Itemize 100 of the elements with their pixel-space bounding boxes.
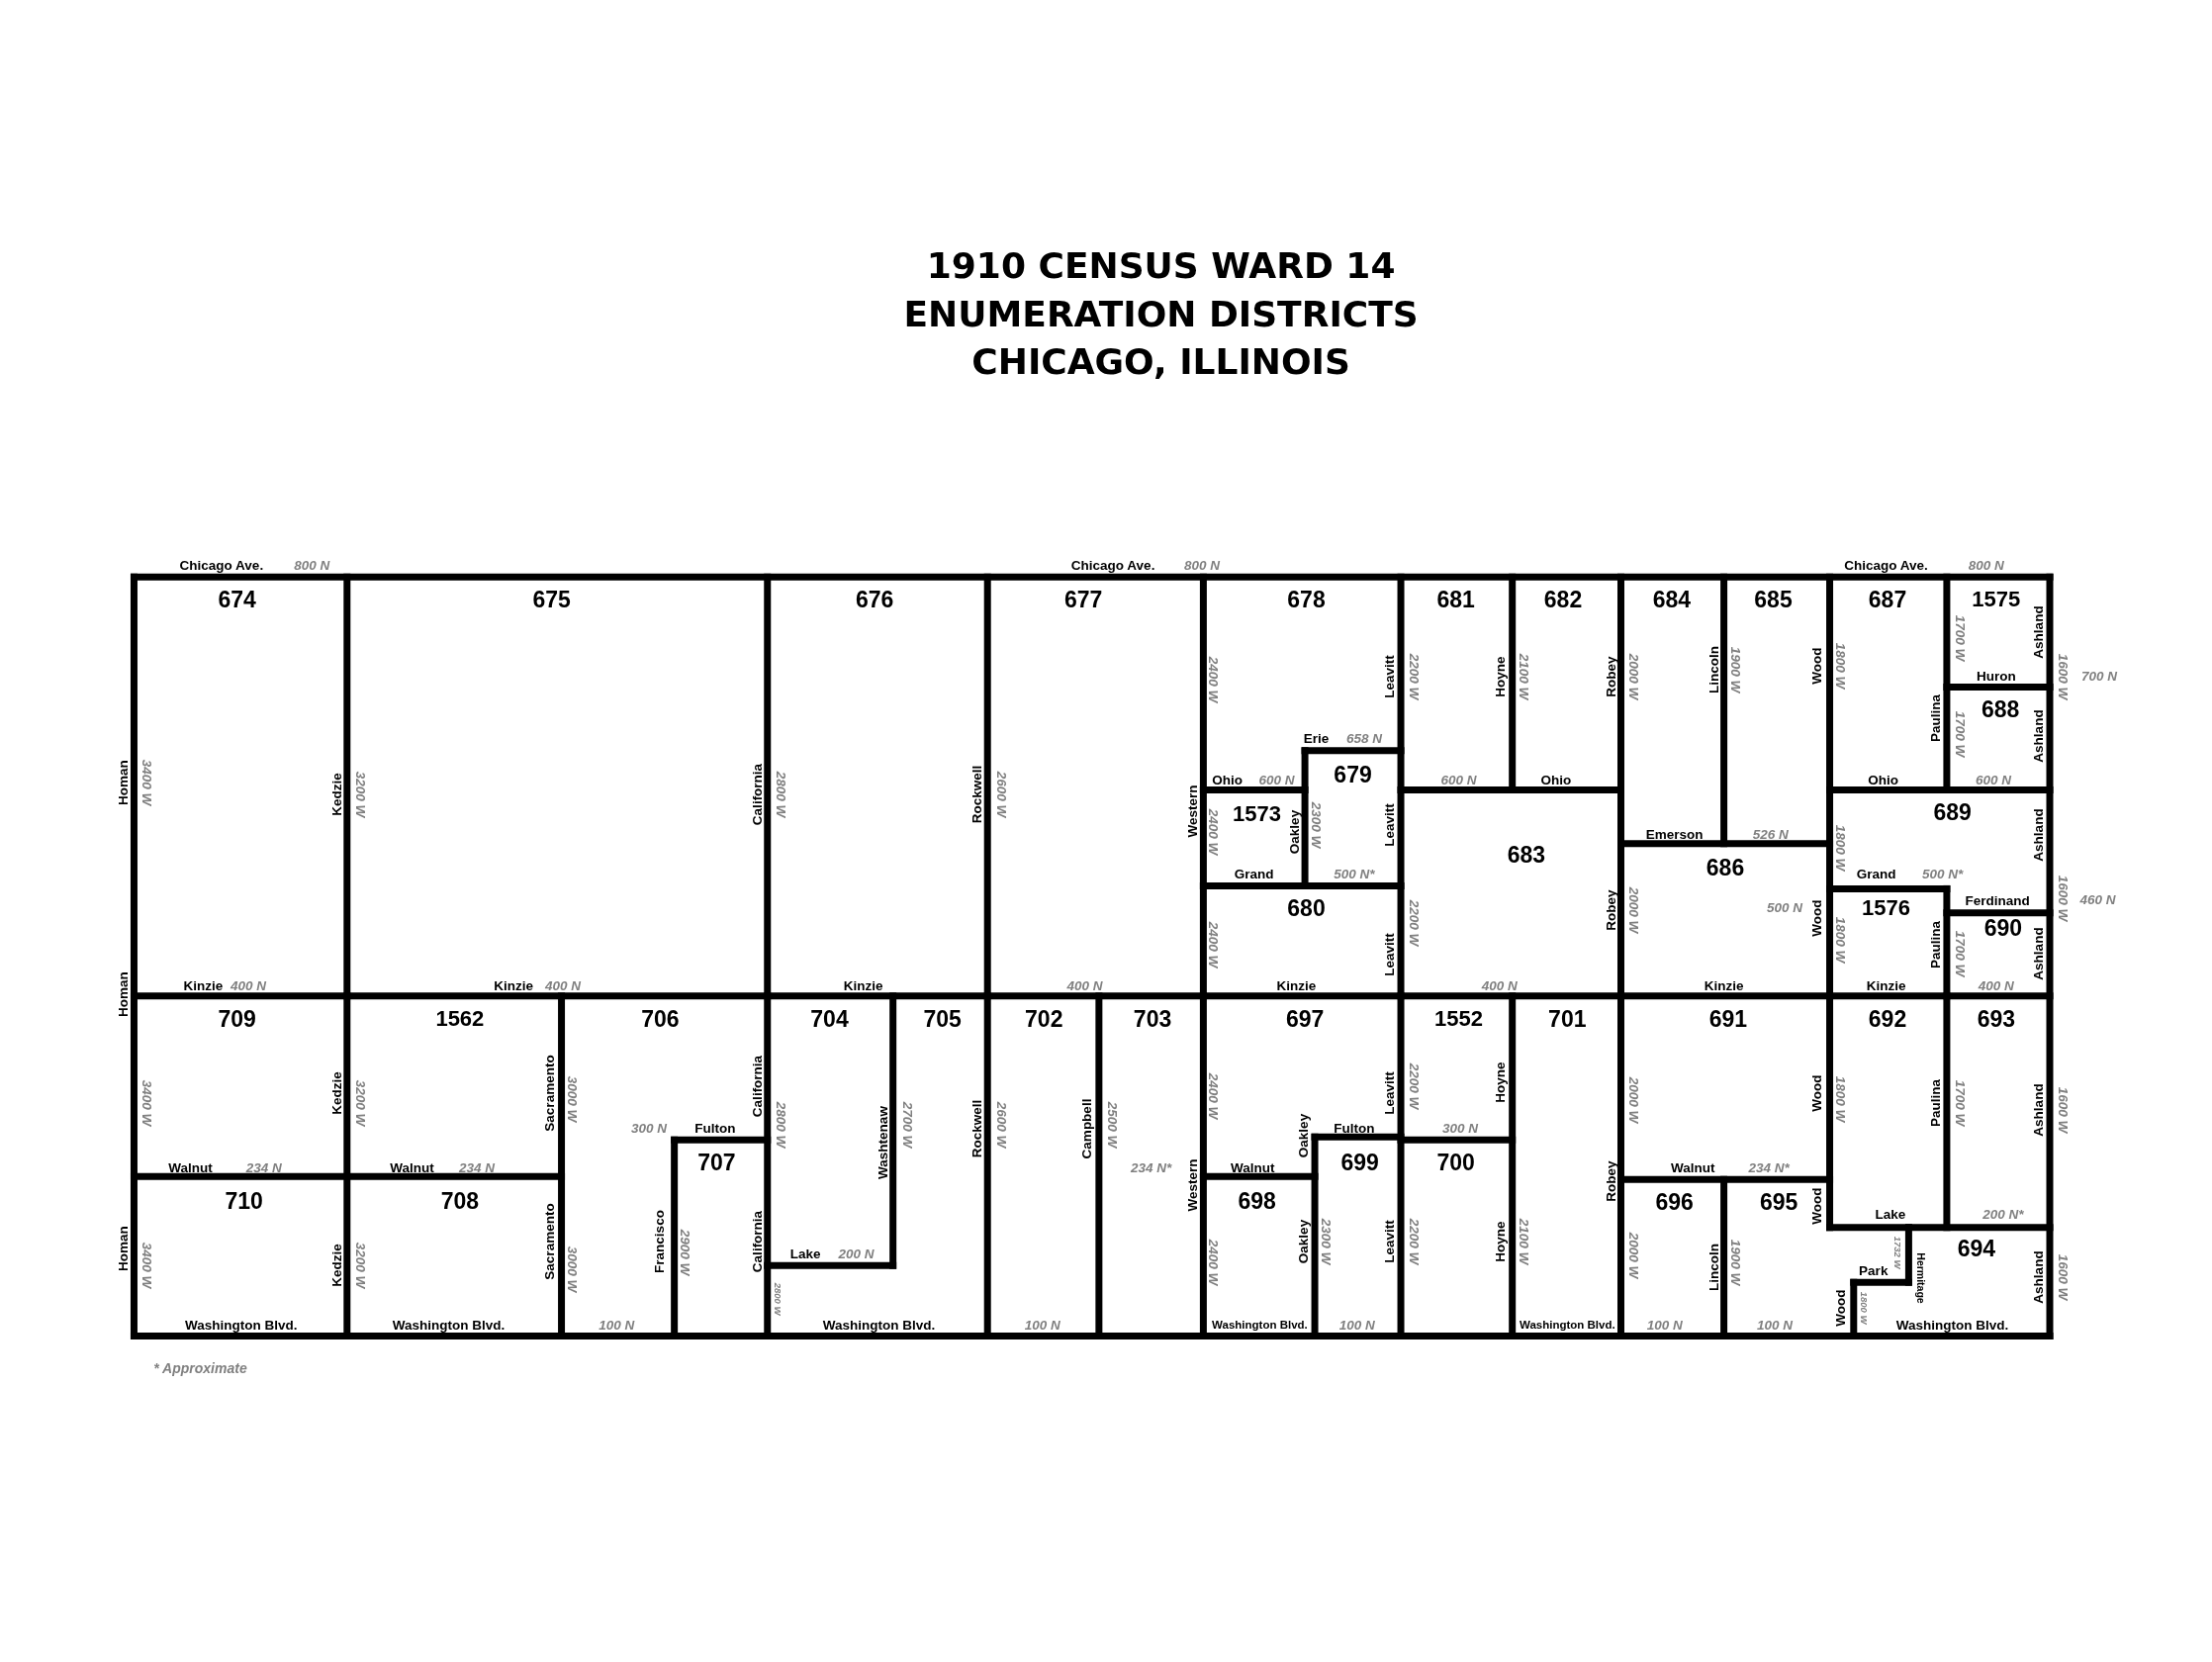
- street-name: Wood: [1834, 1289, 1848, 1327]
- address-number: 100 N: [1756, 1319, 1793, 1334]
- address-number: 2000 W: [1626, 1077, 1641, 1124]
- district-number: 681: [1436, 588, 1475, 611]
- street-name: Kedzie: [330, 773, 344, 816]
- address-number: 3000 W: [564, 1075, 579, 1123]
- district-number: 697: [1285, 1007, 1325, 1031]
- address-number: 300 N: [630, 1122, 667, 1136]
- address-number: 600 N: [1440, 773, 1477, 787]
- street-name: Rockwell: [970, 765, 984, 824]
- address-number: 1600 W: [2056, 654, 2070, 700]
- street-name: Homan: [117, 760, 132, 806]
- district-number: 698: [1238, 1189, 1276, 1213]
- district-number: 699: [1340, 1151, 1379, 1174]
- address-number: 800 N: [1968, 559, 2004, 573]
- address-number: 2300 W: [1309, 801, 1324, 849]
- district-number: 677: [1064, 588, 1103, 611]
- address-number: 2600 W: [994, 1101, 1009, 1148]
- district-number: 705: [923, 1007, 962, 1031]
- street-name: Ashland: [2031, 927, 2046, 980]
- address-number: 2200 W: [1407, 899, 1421, 946]
- street-name: Hoyne: [1494, 1062, 1509, 1103]
- district-number: 689: [1933, 800, 1972, 824]
- street-name: Emerson: [1645, 828, 1704, 842]
- street-name: Kinzie: [843, 979, 883, 993]
- address-number: 2400 W: [1206, 922, 1221, 969]
- address-number: 1800 W: [1832, 824, 1847, 872]
- address-number: 500 N*: [1922, 868, 1964, 881]
- address-number: 800 N: [294, 559, 330, 573]
- street-name: Leavitt: [1382, 1071, 1397, 1115]
- street-name: Oakley: [1296, 1219, 1311, 1264]
- street-name: Chicago Ave.: [1844, 559, 1928, 573]
- address-number: 234 N*: [1131, 1161, 1172, 1175]
- street-name: Park: [1859, 1264, 1889, 1278]
- address-number: 1700 W: [1953, 1079, 1967, 1127]
- street-name: Fulton: [694, 1122, 736, 1136]
- address-number: 2200 W: [1407, 654, 1421, 700]
- street-name: Kedzie: [330, 1244, 344, 1287]
- district-number: 693: [1977, 1007, 2015, 1031]
- street-name: Washtenaw: [876, 1106, 890, 1179]
- district-number: 680: [1287, 896, 1326, 920]
- street-name: Washington Blvd.: [185, 1319, 298, 1334]
- district-number: 706: [641, 1007, 680, 1031]
- district-number: 692: [1868, 1007, 1907, 1031]
- street-name: California: [751, 1210, 765, 1272]
- street-name: Grand: [1234, 868, 1274, 881]
- address-number: 2400 W: [1206, 657, 1221, 703]
- district-number: 686: [1705, 856, 1745, 879]
- address-number: 2700 W: [900, 1101, 914, 1148]
- address-number: 1700 W: [1953, 710, 1967, 757]
- street-name: Leavitt: [1382, 933, 1397, 977]
- street-name: Washington Blvd.: [822, 1319, 936, 1334]
- street-name: Washington Blvd.: [1895, 1319, 2009, 1334]
- street-name: Wood: [1809, 647, 1824, 685]
- street-name: Homan: [117, 971, 132, 1018]
- street-name: Lake: [789, 1246, 821, 1261]
- street-name: Leavitt: [1382, 655, 1397, 699]
- address-number: 3400 W: [139, 1242, 154, 1289]
- address-number: 3400 W: [139, 1079, 154, 1127]
- street-name: Ferdinand: [1965, 894, 2030, 908]
- address-number: 700 N: [2080, 670, 2117, 685]
- street-name: Paulina: [1928, 693, 1943, 742]
- address-number: 1900 W: [1728, 1240, 1742, 1286]
- street-name: Oakley: [1288, 810, 1302, 855]
- street-name: California: [751, 763, 765, 825]
- district-number: 1575: [1972, 589, 2021, 611]
- street-name: Hoyne: [1494, 656, 1509, 698]
- address-number: 1800 W: [1832, 1075, 1847, 1123]
- district-number: 683: [1507, 843, 1546, 867]
- address-number: 2200 W: [1407, 1062, 1421, 1110]
- street-name: Hoyne: [1494, 1221, 1509, 1262]
- street-name: Kinzie: [494, 979, 533, 993]
- address-number: 1600 W: [2056, 1253, 2070, 1300]
- district-number: 1573: [1233, 802, 1282, 825]
- street-name: Campbell: [1080, 1098, 1095, 1159]
- address-number: 400 N: [1481, 979, 1518, 993]
- street-name: Washington Blvd.: [392, 1319, 506, 1334]
- street-name: Robey: [1604, 656, 1618, 698]
- address-number: 400 N: [230, 979, 266, 993]
- address-number: 2200 W: [1407, 1218, 1421, 1265]
- address-number: 400 N: [1066, 979, 1103, 993]
- address-number: 600 N: [1258, 773, 1295, 787]
- district-number: 695: [1760, 1190, 1798, 1214]
- address-number: 2000 W: [1626, 1232, 1641, 1279]
- district-number: 682: [1543, 588, 1583, 611]
- street-name: Robey: [1604, 889, 1618, 931]
- address-number: 400 N: [544, 979, 581, 993]
- street-name: Oakley: [1296, 1113, 1311, 1158]
- district-number: 710: [225, 1189, 263, 1213]
- address-number: 2400 W: [1206, 1072, 1221, 1120]
- district-number: 675: [532, 588, 571, 611]
- district-number: 694: [1957, 1237, 1996, 1260]
- street-name: Wood: [1809, 899, 1824, 937]
- street-name: Walnut: [390, 1161, 434, 1175]
- address-number: 1600 W: [2056, 1087, 2070, 1134]
- street-name: Lincoln: [1706, 1243, 1721, 1291]
- district-number: 1562: [435, 1007, 485, 1030]
- street-name: Rockwell: [970, 1099, 984, 1158]
- street-name: Ashland: [2031, 1249, 2046, 1304]
- district-number: 684: [1652, 588, 1691, 611]
